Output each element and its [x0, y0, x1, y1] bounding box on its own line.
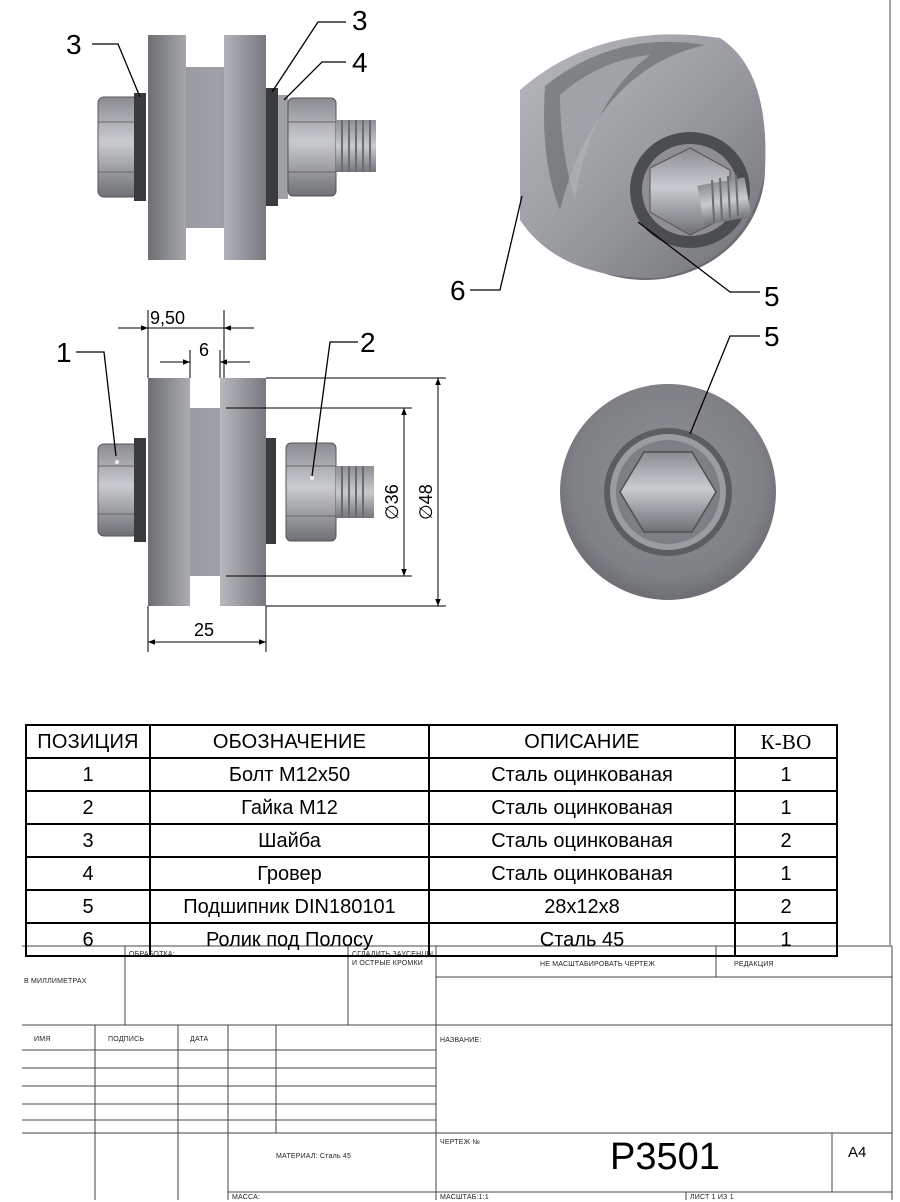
units-note: В МИЛЛИМЕТРАХ	[24, 978, 87, 985]
callout-label: 4	[352, 47, 368, 78]
cell-quantity: 1	[734, 856, 838, 891]
callout-label: 3	[66, 29, 82, 60]
callout-label: 2	[360, 327, 376, 358]
title-label: НАЗВАНИЕ:	[440, 1037, 482, 1044]
table-row: 2 Гайка М12 Сталь оцинкованая 1	[25, 790, 838, 825]
cell-quantity: 2	[734, 889, 838, 924]
table-row: 5 Подшипник DIN180101 28х12х8 2	[25, 889, 838, 924]
name-column: ИМЯ	[34, 1036, 51, 1043]
cell-position: 1	[25, 757, 151, 792]
dim-groove-width: 6	[199, 340, 209, 360]
mass-label: МАССА:	[232, 1194, 261, 1201]
cell-quantity: 2	[734, 823, 838, 858]
drawing-number: Р3501	[610, 1136, 720, 1178]
signature-column: ПОДПИСЬ	[108, 1036, 145, 1043]
callout-label: 5	[764, 321, 780, 352]
table-row: 6 Ролик под Полосу Сталь 45 1	[25, 922, 838, 957]
material-label: МАТЕРИАЛ: Сталь 45	[276, 1153, 352, 1160]
bom-table: ПОЗИЦИЯ ОБОЗНАЧЕНИЕ ОПИСАНИЕ К-ВО 1 Болт…	[25, 724, 838, 957]
date-column: ДАТА	[190, 1036, 209, 1043]
callout-label: 3	[352, 5, 368, 36]
cell-description: Сталь 45	[428, 922, 736, 957]
cell-designation: Гровер	[149, 856, 430, 891]
sheet-label: ЛИСТ 1 ИЗ 1	[690, 1194, 734, 1201]
cell-quantity: 1	[734, 922, 838, 957]
top-view: 3 3 4	[66, 5, 376, 260]
cell-position: 6	[25, 922, 151, 957]
header-quantity: К-ВО	[734, 724, 838, 759]
no-scale-note: НЕ МАСШТАБИРОВАТЬ ЧЕРТЕЖ	[540, 961, 656, 968]
cell-designation: Шайба	[149, 823, 430, 858]
table-row: 1 Болт М12х50 Сталь оцинкованая 1	[25, 757, 838, 792]
cell-position: 5	[25, 889, 151, 924]
header-description: ОПИСАНИЕ	[428, 724, 736, 759]
cell-designation: Подшипник DIN180101	[149, 889, 430, 924]
header-position: ПОЗИЦИЯ	[25, 724, 151, 759]
dim-inner-diameter: ∅36	[382, 484, 402, 520]
title-block-grid	[22, 945, 893, 1200]
processing-label: ОБРАБОТКА:	[129, 951, 175, 958]
cell-position: 3	[25, 823, 151, 858]
cell-designation: Болт М12х50	[149, 757, 430, 792]
cell-position: 4	[25, 856, 151, 891]
dim-total-width: 25	[194, 620, 214, 640]
callout-label: 1	[56, 337, 72, 368]
cell-quantity: 1	[734, 757, 838, 792]
scale-label: МАСШТАБ:1:1	[440, 1194, 489, 1201]
cell-description: 28х12х8	[428, 889, 736, 924]
isometric-view: 6 5	[450, 34, 780, 312]
revision-label: РЕДАКЦИЯ	[734, 961, 774, 968]
cell-designation: Гайка М12	[149, 790, 430, 825]
end-view: 5	[560, 321, 780, 600]
sheet-size: А4	[848, 1144, 867, 1161]
cell-description: Сталь оцинкованая	[428, 790, 736, 825]
front-view: 9,50 6 25 ∅36 ∅48 1 2	[56, 308, 446, 652]
callout-label: 6	[450, 275, 466, 306]
drawing-no-label: ЧЕРТЕЖ №	[440, 1139, 481, 1146]
cell-position: 2	[25, 790, 151, 825]
cell-quantity: 1	[734, 790, 838, 825]
callout-label: 5	[764, 281, 780, 312]
cell-description: Сталь оцинкованая	[428, 757, 736, 792]
table-row: 3 Шайба Сталь оцинкованая 2	[25, 823, 838, 858]
deburr-note: СГЛАДИТЬ ЗАУСЕНЦЫ И ОСТРЫЕ КРОМКИ	[352, 951, 434, 967]
cell-description: Сталь оцинкованая	[428, 823, 736, 858]
cell-designation: Ролик под Полосу	[149, 922, 430, 957]
bom-header-row: ПОЗИЦИЯ ОБОЗНАЧЕНИЕ ОПИСАНИЕ К-ВО	[25, 724, 838, 759]
dim-outer-diameter: ∅48	[416, 484, 436, 520]
cell-description: Сталь оцинкованая	[428, 856, 736, 891]
dim-rim-width: 9,50	[150, 308, 185, 328]
header-designation: ОБОЗНАЧЕНИЕ	[149, 724, 430, 759]
table-row: 4 Гровер Сталь оцинкованая 1	[25, 856, 838, 891]
